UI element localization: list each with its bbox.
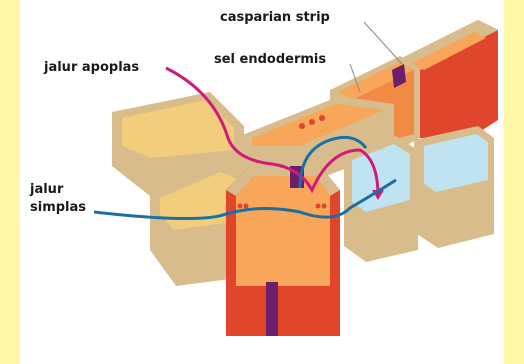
label-casparian-strip: casparian strip — [220, 10, 330, 26]
label-sel-endodermis: sel endodermis — [214, 52, 326, 68]
casparian-strip-front-bottom — [266, 282, 278, 336]
endodermis-cell-front — [226, 166, 340, 336]
label-jalur-simplas-line2: simplas — [30, 200, 86, 216]
label-jalur-apoplas: jalur apoplas — [44, 60, 139, 76]
label-jalur-simplas-line1: jalur — [30, 182, 63, 198]
